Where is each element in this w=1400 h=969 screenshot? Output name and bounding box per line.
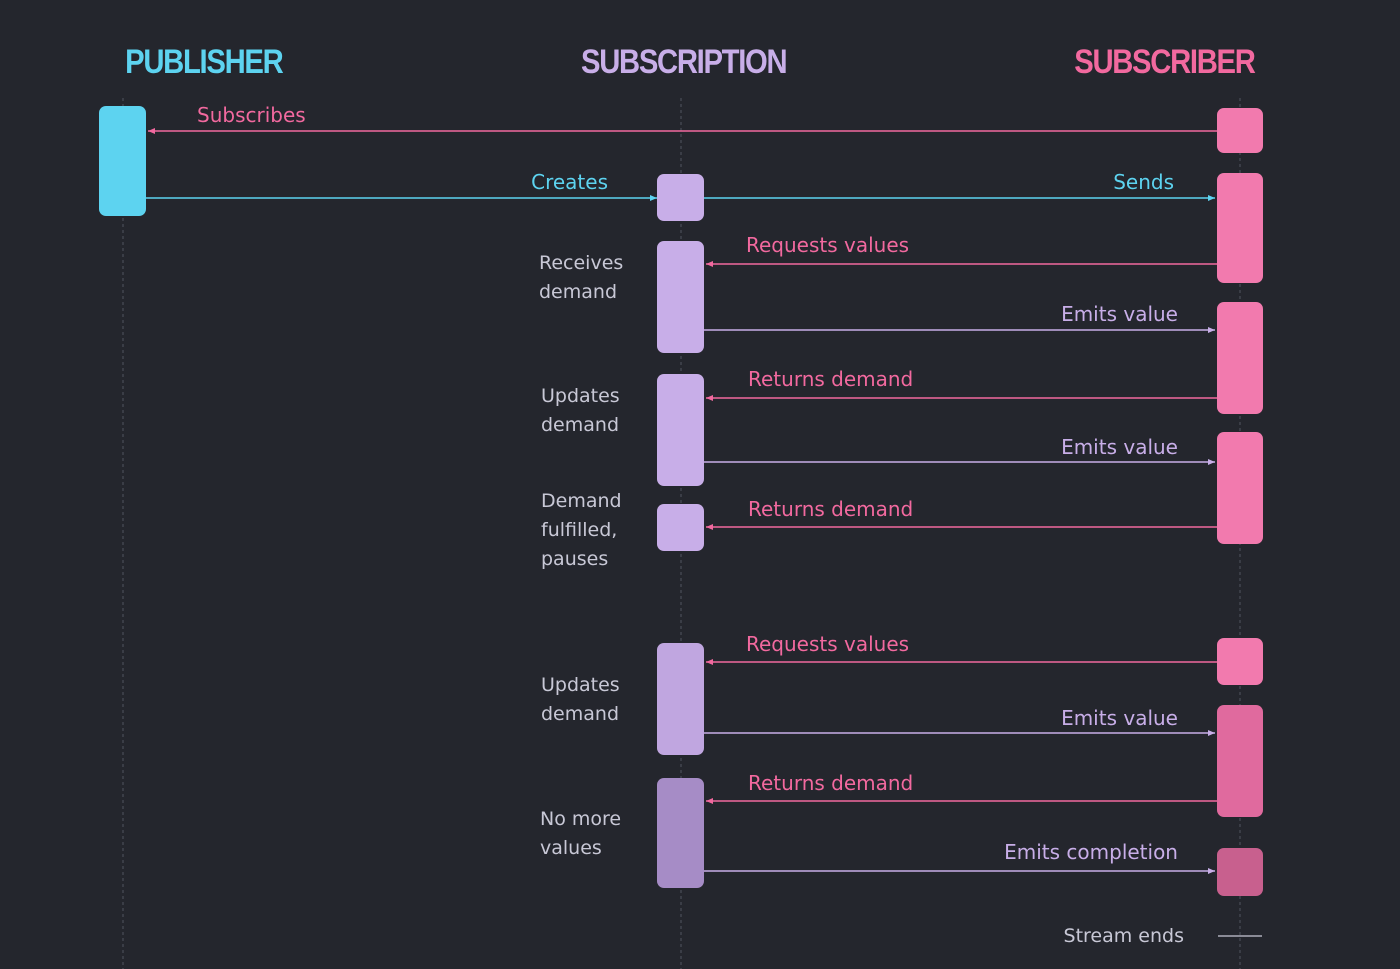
subscription-activation (657, 504, 704, 551)
subscriber-activation (1217, 108, 1263, 153)
subscriber-activation (1217, 848, 1263, 896)
subscriber-activation (1217, 302, 1263, 414)
subscription-activation (657, 241, 704, 353)
subscription-header: SUBSCRIPTION (581, 42, 786, 81)
subscriber-activation (1217, 638, 1263, 685)
message-label: Emits value (1061, 302, 1178, 326)
note-line: Updates (541, 674, 620, 696)
message-label: Returns demand (748, 497, 913, 521)
stream-ends-label: Stream ends (1064, 925, 1184, 947)
subscriber-header: SUBSCRIBER (1074, 42, 1256, 81)
publisher-header: PUBLISHER (125, 42, 284, 81)
note-line: demand (541, 414, 619, 436)
subscriber-activation (1217, 705, 1263, 817)
message-label: Creates (531, 170, 608, 194)
message-label: Sends (1113, 170, 1174, 194)
subscription-activation (657, 174, 704, 221)
note-line: demand (541, 703, 619, 725)
note-line: No more (540, 808, 621, 830)
message-label: Returns demand (748, 367, 913, 391)
note-line: fulfilled, (541, 519, 617, 541)
message-label: Requests values (746, 233, 909, 257)
note-line: values (540, 837, 602, 859)
subscriber-activation (1217, 432, 1263, 544)
note-line: Updates (541, 385, 620, 407)
note-line: Demand (541, 490, 622, 512)
subscription-activation (657, 643, 704, 755)
subscription-activation (657, 778, 704, 888)
note-line: Receives (539, 252, 623, 274)
message-label: Requests values (746, 632, 909, 656)
publisher-activation (99, 106, 146, 216)
subscriber-activation (1217, 173, 1263, 283)
note-line: demand (539, 281, 617, 303)
subscription-activation (657, 374, 704, 486)
message-label: Returns demand (748, 771, 913, 795)
message-label: Emits value (1061, 706, 1178, 730)
note-line: pauses (541, 548, 608, 570)
message-label: Emits completion (1004, 840, 1178, 864)
message-label: Subscribes (197, 103, 306, 127)
message-label: Emits value (1061, 435, 1178, 459)
